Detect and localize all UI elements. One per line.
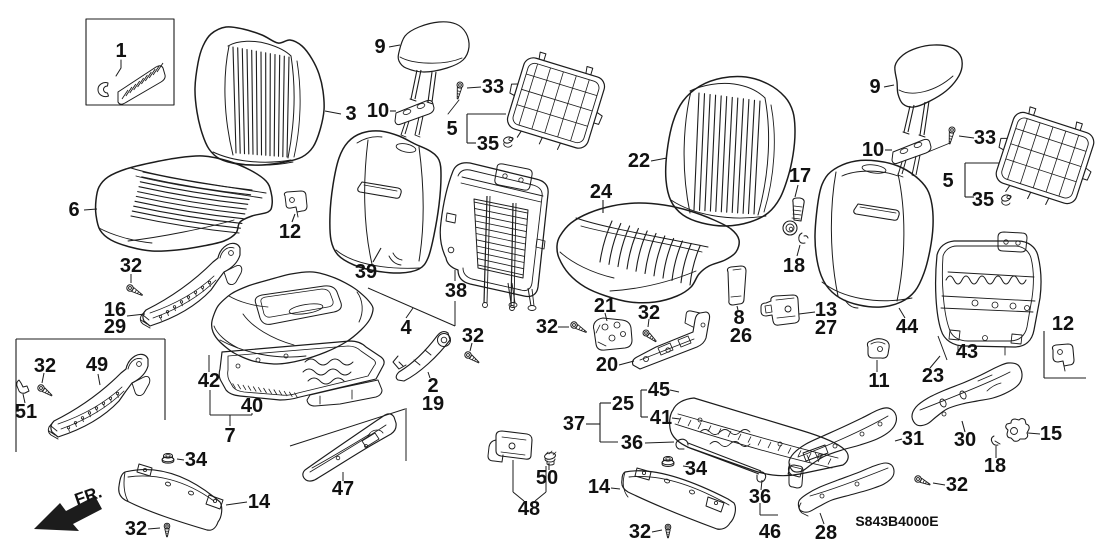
svg-text:21: 21 <box>594 295 616 317</box>
svg-text:20: 20 <box>596 354 618 376</box>
svg-text:38: 38 <box>445 280 467 302</box>
svg-text:32: 32 <box>946 474 968 496</box>
svg-text:16: 16 <box>104 299 126 321</box>
svg-text:33: 33 <box>974 127 996 149</box>
svg-text:39: 39 <box>355 261 377 283</box>
svg-text:34: 34 <box>685 458 708 480</box>
svg-text:10: 10 <box>862 139 884 161</box>
svg-text:35: 35 <box>972 189 994 211</box>
svg-text:10: 10 <box>367 100 389 122</box>
svg-text:19: 19 <box>422 393 444 415</box>
svg-text:4: 4 <box>400 317 412 339</box>
svg-text:32: 32 <box>125 518 147 540</box>
svg-text:5: 5 <box>446 118 457 140</box>
svg-text:47: 47 <box>332 478 354 500</box>
svg-text:6: 6 <box>68 199 79 221</box>
svg-text:30: 30 <box>954 429 976 451</box>
svg-text:24: 24 <box>590 181 613 203</box>
svg-text:42: 42 <box>198 370 220 392</box>
svg-text:13: 13 <box>815 299 837 321</box>
svg-text:23: 23 <box>922 365 944 387</box>
svg-text:36: 36 <box>749 486 771 508</box>
svg-text:12: 12 <box>1052 313 1074 335</box>
svg-text:32: 32 <box>629 521 651 543</box>
svg-text:37: 37 <box>563 413 585 435</box>
svg-text:34: 34 <box>185 449 208 471</box>
svg-text:32: 32 <box>34 355 56 377</box>
svg-text:50: 50 <box>536 467 558 489</box>
svg-text:17: 17 <box>789 165 811 187</box>
svg-text:31: 31 <box>902 428 924 450</box>
svg-text:18: 18 <box>783 255 805 277</box>
svg-text:2: 2 <box>427 375 438 397</box>
svg-text:S843B4000E: S843B4000E <box>855 513 938 529</box>
svg-text:26: 26 <box>730 325 752 347</box>
svg-text:36: 36 <box>621 432 643 454</box>
svg-text:1: 1 <box>115 40 126 62</box>
svg-text:9: 9 <box>374 36 385 58</box>
svg-text:22: 22 <box>628 150 650 172</box>
svg-text:46: 46 <box>759 521 781 543</box>
svg-text:3: 3 <box>345 103 356 125</box>
svg-text:40: 40 <box>241 395 263 417</box>
svg-text:15: 15 <box>1040 423 1062 445</box>
svg-text:14: 14 <box>248 491 271 513</box>
svg-text:18: 18 <box>984 455 1006 477</box>
svg-text:12: 12 <box>279 221 301 243</box>
svg-text:29: 29 <box>104 316 126 338</box>
svg-text:35: 35 <box>477 133 499 155</box>
svg-text:32: 32 <box>462 325 484 347</box>
svg-text:48: 48 <box>518 498 540 520</box>
svg-text:32: 32 <box>536 316 558 338</box>
svg-text:14: 14 <box>588 476 611 498</box>
svg-text:33: 33 <box>482 76 504 98</box>
svg-text:7: 7 <box>224 425 235 447</box>
svg-text:5: 5 <box>942 170 953 192</box>
svg-text:28: 28 <box>815 522 837 544</box>
svg-text:11: 11 <box>868 370 889 392</box>
svg-text:43: 43 <box>956 341 978 363</box>
svg-text:49: 49 <box>86 354 108 376</box>
svg-text:27: 27 <box>815 317 837 339</box>
svg-text:41: 41 <box>650 407 672 429</box>
svg-text:32: 32 <box>120 255 142 277</box>
svg-text:51: 51 <box>15 401 37 423</box>
svg-text:9: 9 <box>869 76 880 98</box>
svg-text:8: 8 <box>733 307 744 329</box>
svg-text:32: 32 <box>638 302 660 324</box>
svg-text:44: 44 <box>896 316 919 338</box>
svg-text:45: 45 <box>648 379 670 401</box>
svg-text:25: 25 <box>612 393 634 415</box>
